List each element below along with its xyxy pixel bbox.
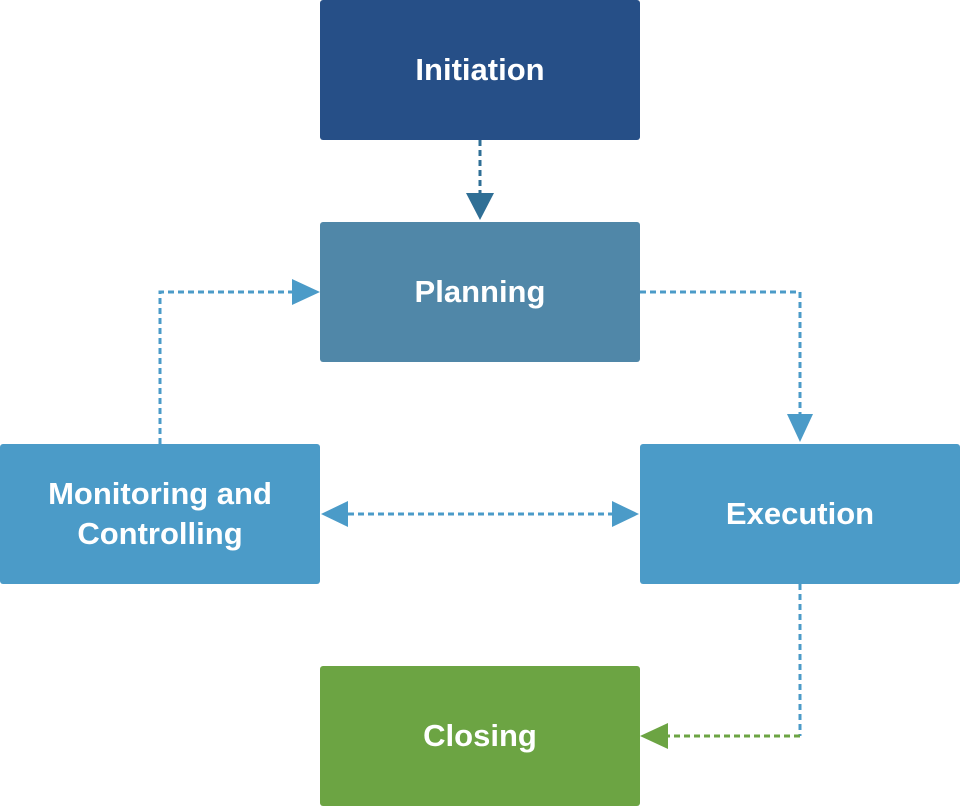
execution-label: Execution xyxy=(725,496,875,531)
arrowhead-to-monitoring xyxy=(321,501,348,527)
monitoring-and-controlling-box: Monitoring and Controlling xyxy=(0,444,320,584)
connector-planning-execution xyxy=(640,290,802,416)
arrowhead-to-closing xyxy=(640,723,668,749)
closing-box: Closing xyxy=(320,666,640,806)
closing-label: Closing xyxy=(423,718,537,753)
planning-label: Planning xyxy=(414,274,546,309)
planning-box: Planning xyxy=(320,222,640,362)
execution-box: Execution xyxy=(640,444,960,584)
arrowhead-to-execution xyxy=(787,414,813,442)
initiation-box: Initiation xyxy=(320,0,640,140)
arrowhead-to-planning-left xyxy=(292,279,320,305)
arrowhead-to-execution-left xyxy=(612,501,639,527)
monitoring-and-controlling-label: Monitoring and Controlling xyxy=(48,476,272,551)
connector-monitoring-planning xyxy=(158,290,292,444)
arrowhead-to-planning xyxy=(466,193,494,220)
initiation-label: Initiation xyxy=(415,52,545,87)
